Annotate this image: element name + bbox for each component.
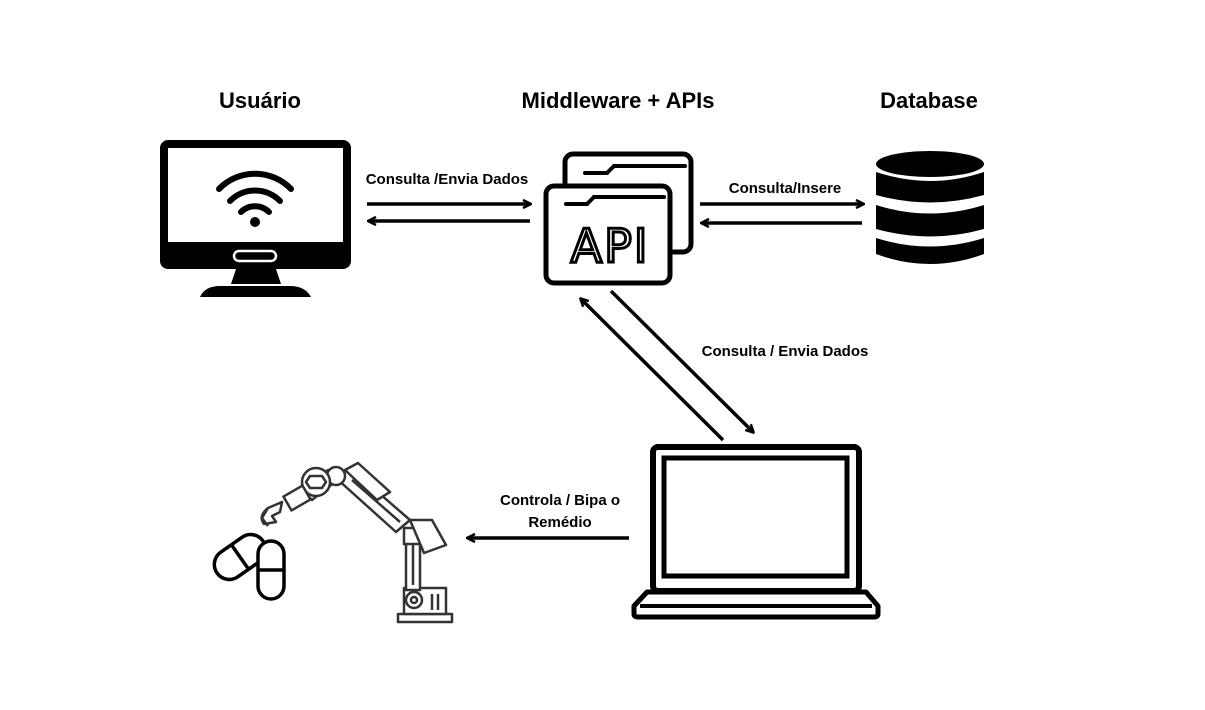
api-icon-label: API [571, 219, 650, 273]
edge-label-laptop-robot-1: Controla / Bipa o [500, 492, 620, 509]
edge-label-api-laptop: Consulta / Envia Dados [701, 343, 869, 360]
laptop-icon [631, 444, 881, 620]
edge-label-api-db: Consulta/Insere [728, 180, 842, 197]
arrows-api-db [700, 204, 863, 223]
monitor-wifi-icon [160, 140, 351, 297]
user-title: Usuário [219, 88, 301, 113]
robot-arm-icon [260, 461, 454, 624]
database-title: Database [880, 88, 978, 113]
edge-label-laptop-robot-2: Remédio [528, 514, 592, 531]
api-window-icon: API [543, 151, 694, 286]
pills-icon [212, 532, 286, 601]
arrows-api-laptop [581, 289, 753, 442]
middleware-title: Middleware + APIs [521, 88, 715, 113]
edge-label-user-api: Consulta /Envia Dados [365, 171, 529, 188]
database-icon [876, 151, 984, 264]
arrows-user-api [367, 204, 530, 221]
